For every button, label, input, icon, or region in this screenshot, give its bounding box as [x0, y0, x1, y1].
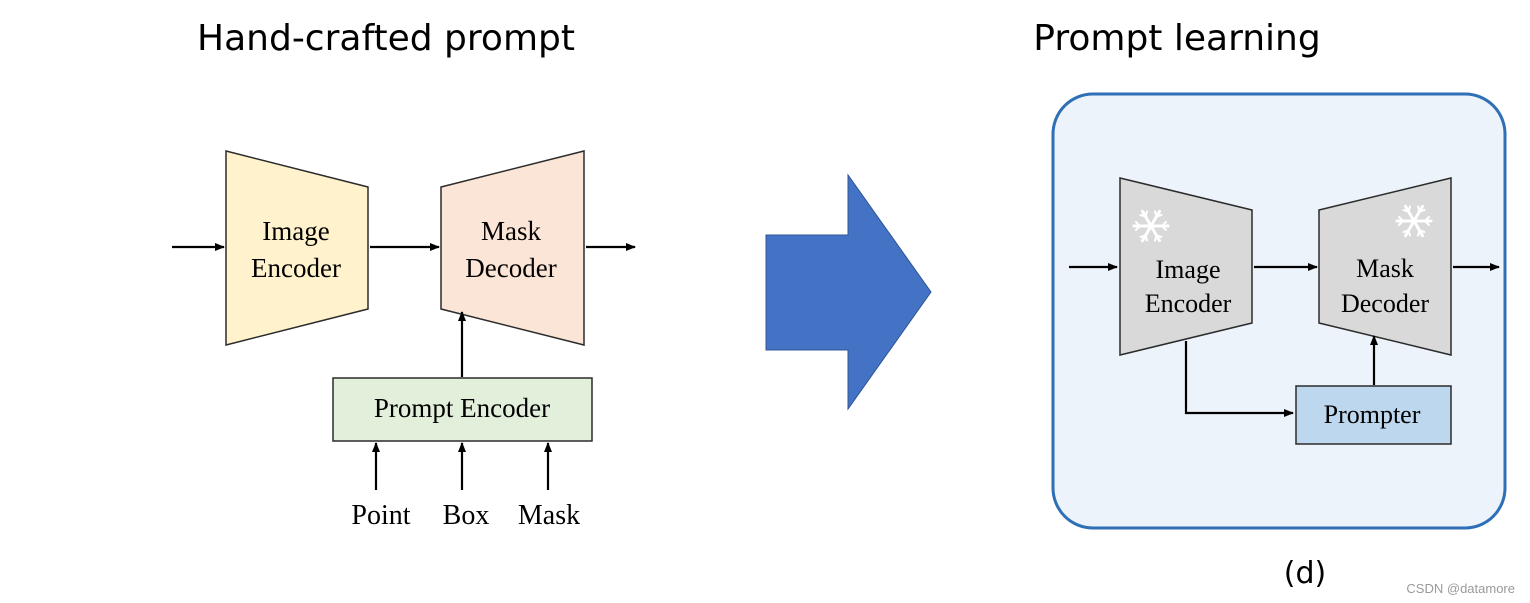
- frozen-image-encoder-label-line1: Image: [1156, 255, 1221, 284]
- prompter-block: [1295, 385, 1452, 445]
- input-label-point: Point: [351, 500, 410, 531]
- frozen-mask-decoder-label-line1: Mask: [1356, 254, 1414, 283]
- subfigure-label: (d): [1284, 556, 1326, 591]
- input-label-box: Box: [443, 500, 490, 531]
- watermark: CSDN @datamore: [1406, 581, 1515, 596]
- mask-decoder-label-line1: Mask: [481, 216, 541, 246]
- mask-decoder-block: [440, 150, 585, 346]
- prompt-encoder-label: Prompt Encoder: [374, 393, 550, 423]
- image-encoder-label-line1: Image: [262, 216, 329, 246]
- prompt-encoder-block: [332, 377, 593, 442]
- frozen-image-encoder-label-line2: Encoder: [1145, 289, 1232, 318]
- left-panel-title: Hand-crafted prompt: [197, 18, 575, 59]
- frozen-mask-decoder-label-line2: Decoder: [1341, 289, 1429, 318]
- encoder-to-prompter-arrow: [1184, 341, 1294, 417]
- prompter-label: Prompter: [1324, 400, 1421, 429]
- right-panel-title: Prompt learning: [1033, 18, 1320, 59]
- block-arrow-right-icon: [765, 173, 932, 411]
- image-encoder-block: [225, 150, 369, 346]
- input-label-mask: Mask: [518, 500, 580, 531]
- mask-decoder-label-line2: Decoder: [465, 253, 556, 283]
- image-encoder-label-line2: Encoder: [251, 253, 341, 283]
